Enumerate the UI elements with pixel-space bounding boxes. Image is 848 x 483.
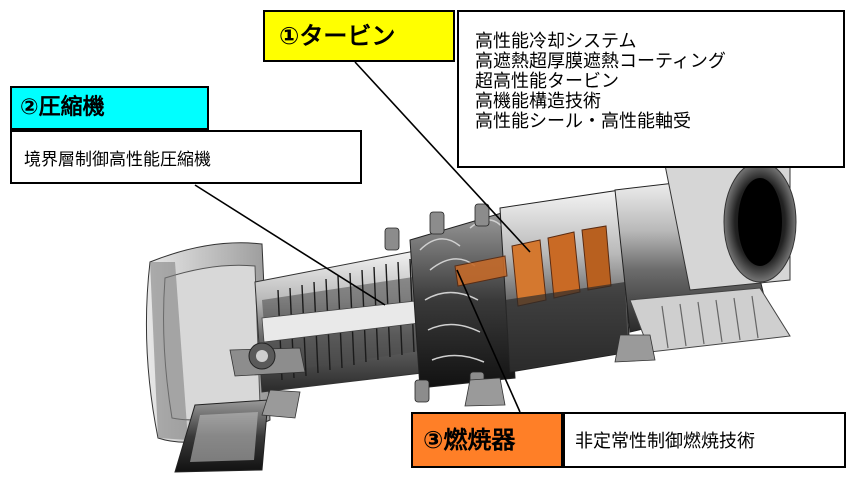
compressor-section [229, 249, 431, 393]
compressor-description: 境界層制御高性能圧縮機 [10, 130, 362, 184]
combustor-description: 非定常性制御燃焼技術 [563, 412, 846, 468]
turbine-feature-item: 高性能シール・高性能軸受 [475, 111, 691, 132]
exhaust-duct [614, 139, 797, 353]
compressor-title: ②圧縮機 [10, 86, 209, 130]
leader-compressor [194, 184, 386, 306]
leader-turbine [354, 61, 531, 253]
combustor-section [384, 203, 516, 403]
turbine-feature-item: 高遮熱超厚膜遮熱コーティング [475, 51, 726, 72]
turbine-feature-item: 高性能冷却システム [475, 31, 637, 52]
inlet-bellmouth [145, 242, 271, 473]
hot-turbine-blades [454, 225, 612, 307]
leader-combustor [456, 269, 521, 413]
turbine-section [454, 189, 631, 373]
turbine-feature-item: 高機能構造技術 [475, 91, 601, 112]
leader-lines [194, 61, 531, 413]
support-frame [261, 334, 656, 419]
turbine-title: ①タービン [263, 10, 455, 62]
turbine-feature-list: 高性能冷却システム 高遮熱超厚膜遮熱コーティング 超高性能タービン 高機能構造技… [457, 10, 845, 168]
turbine-feature-item: 超高性能タービン [475, 71, 619, 92]
combustor-title: ③燃焼器 [411, 412, 563, 468]
